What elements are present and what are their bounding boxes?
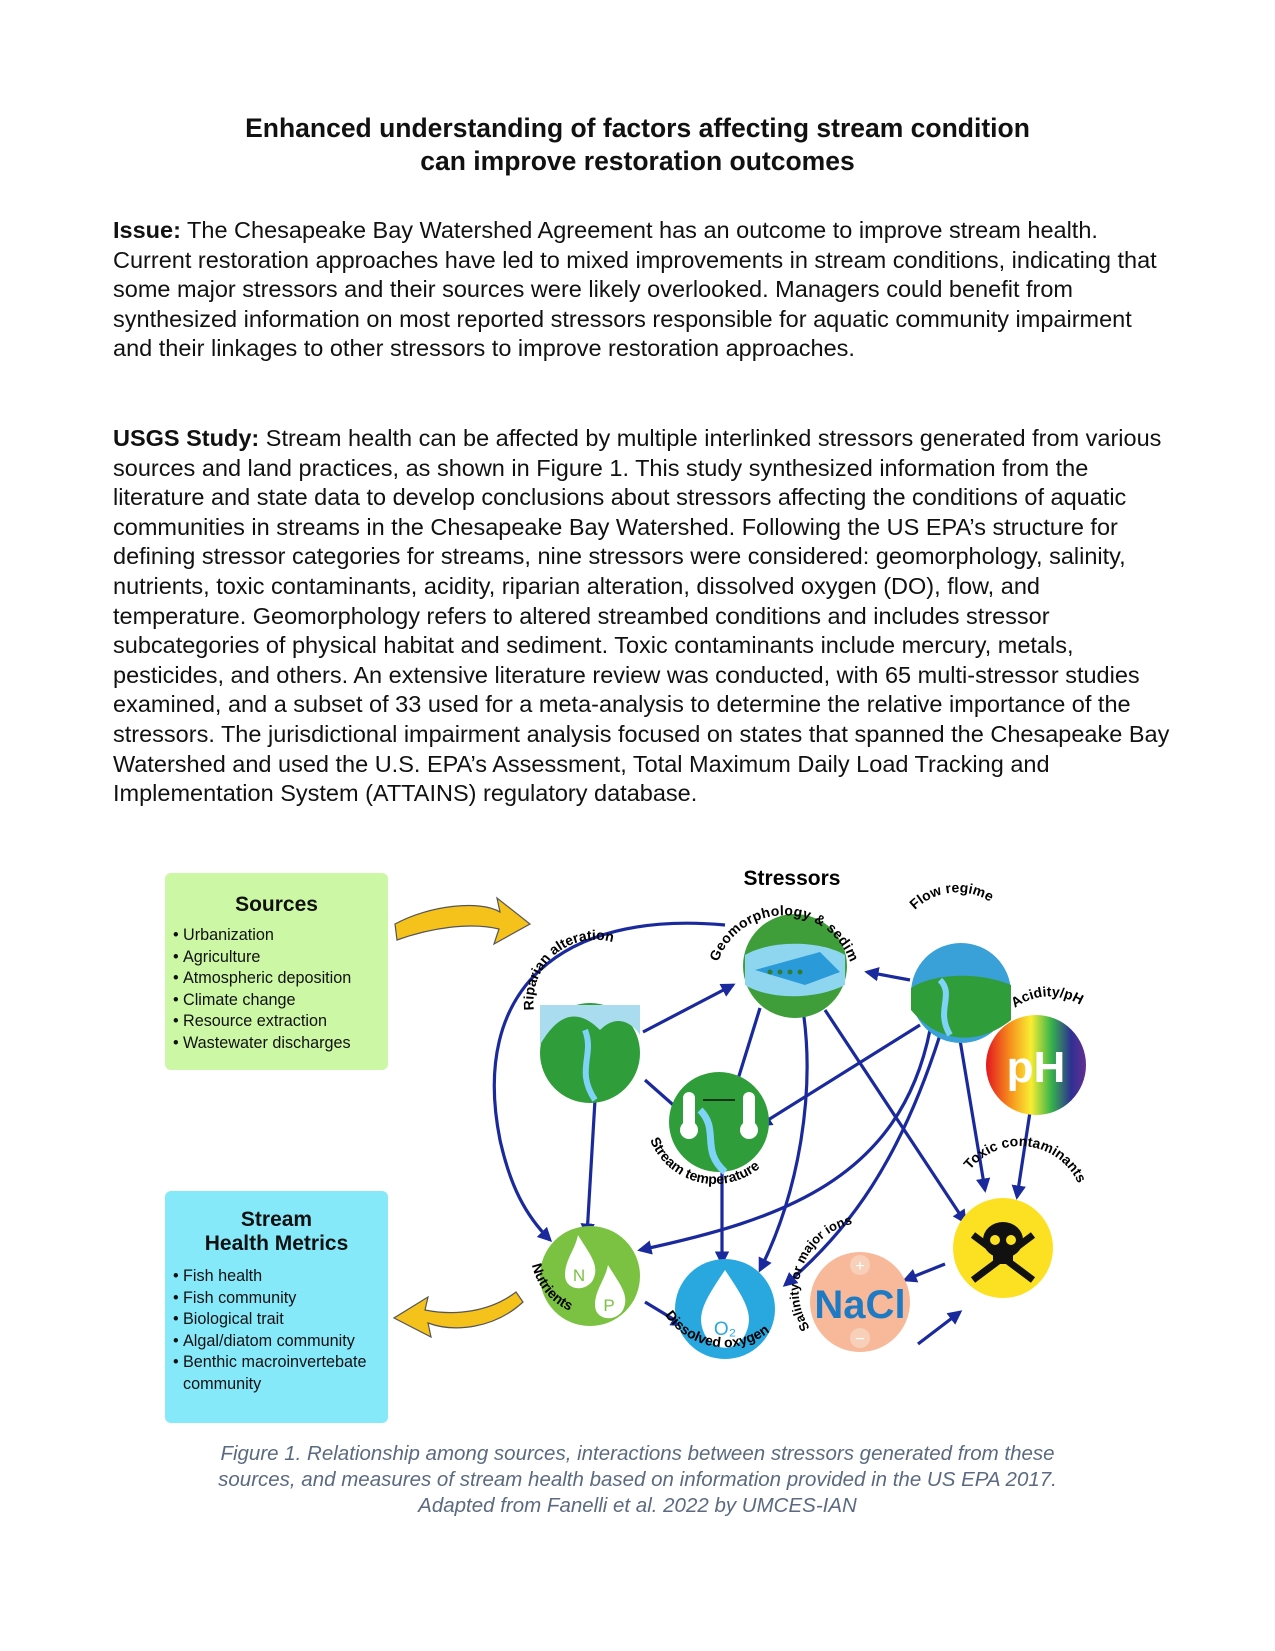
list-item: Climate change xyxy=(165,990,388,1012)
flow-regime-label: Flow regime xyxy=(906,879,997,912)
list-item: Fish community xyxy=(165,1288,388,1310)
issue-paragraph: Issue: The Chesapeake Bay Watershed Agre… xyxy=(113,216,1173,364)
link-riparian-to-nutrients xyxy=(580,1099,597,1238)
riparian-alteration-label: Riparian alteration xyxy=(520,927,615,1011)
flow-regime-label-path: Flow regime xyxy=(906,879,997,912)
link-acid-to-toxic xyxy=(1011,1111,1032,1200)
o2-icon: O₂ xyxy=(714,1319,736,1340)
salinity-node: + − NaCl Salinity or major ions xyxy=(787,1212,910,1352)
title-line-1: Enhanced understanding of factors affect… xyxy=(245,113,1030,143)
minus-icon: − xyxy=(855,1331,864,1348)
plus-icon: + xyxy=(855,1258,864,1275)
list-item: Atmospheric deposition xyxy=(165,968,388,990)
list-item: Fish health xyxy=(165,1266,388,1288)
study-label: USGS Study: xyxy=(113,425,260,451)
sources-list: Urbanization Agriculture Atmospheric dep… xyxy=(165,925,388,1054)
link-flow-to-toxic xyxy=(958,1039,991,1193)
list-item: Agriculture xyxy=(165,947,388,969)
link-salinity-to-toxic xyxy=(917,1310,963,1346)
stressors-heading: Stressors xyxy=(744,867,841,890)
study-text: Stream health can be affected by multipl… xyxy=(113,425,1170,807)
figure-1: Sources Urbanization Agriculture Atmosph… xyxy=(0,860,1275,1440)
acidity-label: Acidity/pH xyxy=(1008,983,1086,1010)
sources-heading: Sources xyxy=(235,893,318,916)
geomorphology-node: Geomorphology & sediment xyxy=(0,860,862,1018)
list-item: Wastewater discharges xyxy=(165,1033,388,1055)
ph-icon: pH xyxy=(1007,1043,1066,1092)
caption-line-3: Adapted from Fanelli et al. 2022 by UMCE… xyxy=(418,1494,857,1517)
acidity-label-path: Acidity/pH xyxy=(1008,983,1086,1010)
toxic-contaminants-label: Toxic contaminants xyxy=(960,1133,1090,1185)
link-flow-to-nutrients xyxy=(637,1029,932,1255)
metrics-list: Fish health Fish community Biological tr… xyxy=(165,1266,388,1395)
issue-label: Issue: xyxy=(113,217,181,243)
link-geo-to-do xyxy=(758,1009,809,1273)
list-item: Algal/diatom community xyxy=(165,1331,388,1353)
nacl-icon: NaCl xyxy=(814,1283,905,1327)
riparian-alteration-node: Riparian alteration xyxy=(520,927,640,1103)
phosphorus-icon: P xyxy=(603,1296,614,1315)
metrics-heading-line-2: Health Metrics xyxy=(204,1232,349,1255)
list-item: Benthic macroinvertebate community xyxy=(165,1352,388,1395)
skull-crossbones-icon xyxy=(970,1222,1036,1283)
list-item: Resource extraction xyxy=(165,1011,388,1033)
stressor-diagram: Stressors xyxy=(0,860,1090,1359)
stressors-to-metrics-arrow xyxy=(392,1291,524,1339)
dissolved-oxygen-node: O₂ Dissolved oxygen xyxy=(662,1259,775,1359)
issue-text: The Chesapeake Bay Watershed Agreement h… xyxy=(113,217,1157,362)
link-riparian-to-geo xyxy=(642,983,736,1034)
flow-regime-node: Flow regime xyxy=(906,879,1011,1043)
caption-line-1: Figure 1. Relationship among sources, in… xyxy=(220,1442,1055,1465)
toxic-contaminants-label-path: Toxic contaminants xyxy=(960,1133,1090,1185)
sources-to-stressors-arrow xyxy=(394,896,532,946)
metrics-heading-line-1: Stream xyxy=(240,1208,313,1231)
link-flow-to-do xyxy=(782,1034,942,1287)
figure-caption: Figure 1. Relationship among sources, in… xyxy=(0,1441,1275,1519)
stream-temperature-node: Stream temperature xyxy=(647,1072,769,1187)
nitrogen-icon: N xyxy=(573,1266,585,1285)
riparian-alteration-label-path: Riparian alteration xyxy=(520,927,615,1011)
list-item: Biological trait xyxy=(165,1309,388,1331)
list-item: Urbanization xyxy=(165,925,388,947)
link-toxic-to-salinity xyxy=(902,1262,946,1283)
page-title: Enhanced understanding of factors affect… xyxy=(0,112,1275,178)
link-flow-to-temp xyxy=(757,1023,921,1127)
study-paragraph: USGS Study: Stream health can be affecte… xyxy=(113,424,1173,809)
caption-line-2: sources, and measures of stream health b… xyxy=(218,1468,1057,1491)
title-line-2: can improve restoration outcomes xyxy=(420,146,855,176)
sources-box: Sources Urbanization Agriculture Atmosph… xyxy=(165,873,388,1070)
link-geo-to-nutrients xyxy=(492,921,726,1243)
link-flow-to-geo xyxy=(864,967,911,982)
nutrients-node: N P Nutrients xyxy=(529,1226,640,1326)
